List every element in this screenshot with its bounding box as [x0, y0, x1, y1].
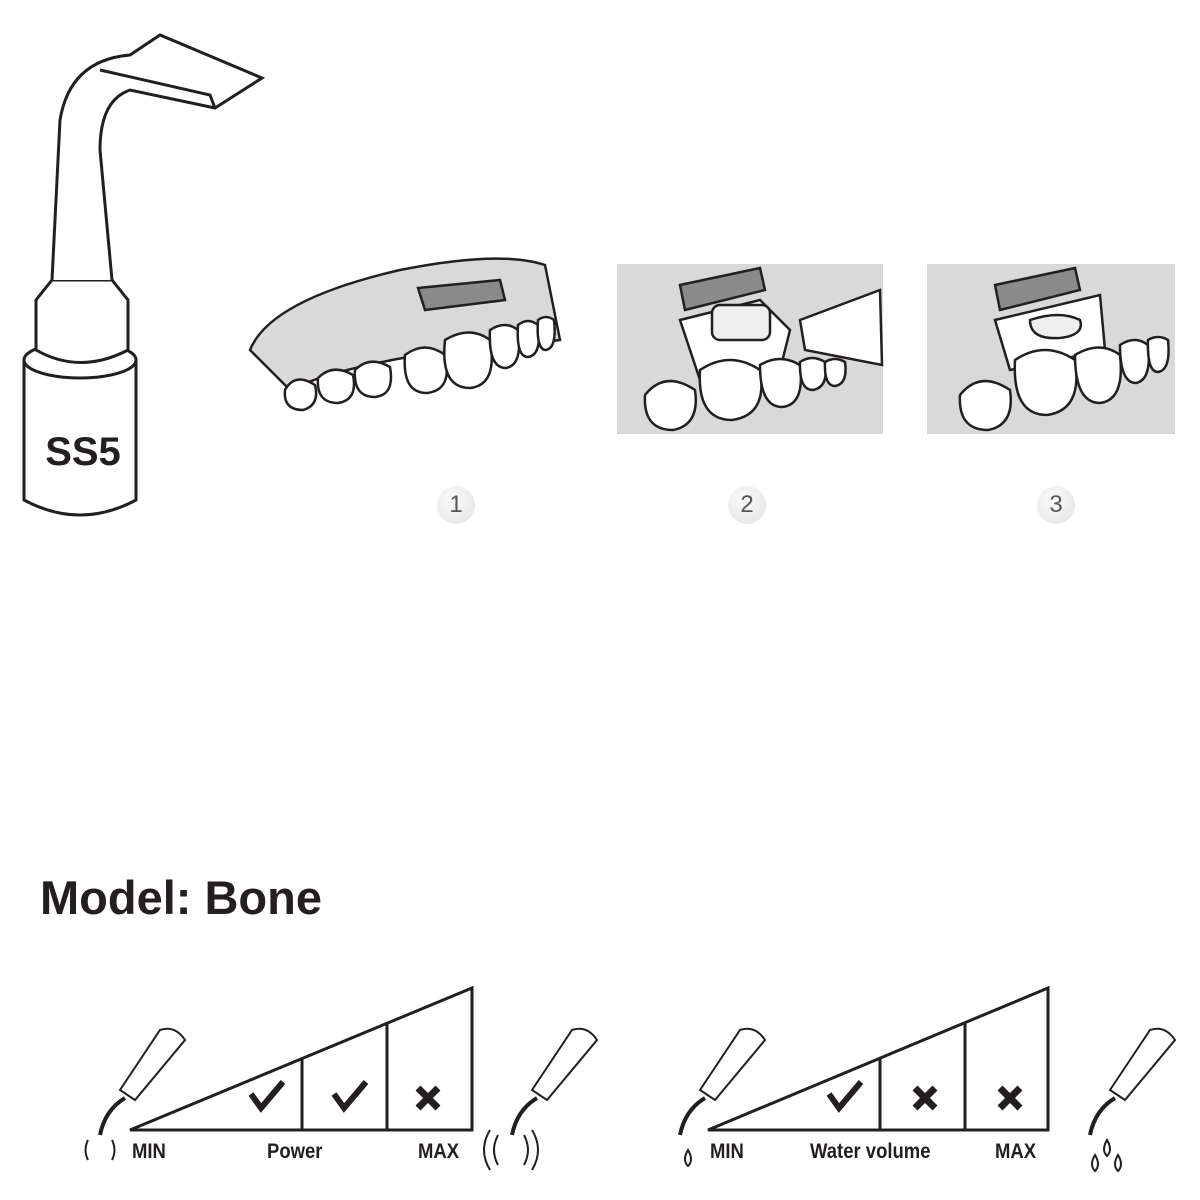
- page-title: Model: Bone: [40, 871, 322, 924]
- water-label: Water volume: [810, 1140, 931, 1163]
- handpiece-icon-low-vibration: [84, 1027, 187, 1161]
- step-1-illustration: [248, 257, 562, 412]
- ultrasonic-tip-drawing: [22, 33, 266, 517]
- step-number-3: 3: [1037, 486, 1075, 524]
- power-scale-chart: [129, 985, 474, 1132]
- cross-icon: [912, 1085, 938, 1111]
- handpiece-icon-high-water: [1088, 1027, 1177, 1173]
- power-max-label: MAX: [418, 1140, 460, 1163]
- cross-icon: [415, 1085, 441, 1111]
- check-icon: [331, 1080, 369, 1113]
- step-2-illustration: [617, 264, 884, 434]
- check-icon: [826, 1080, 864, 1113]
- step-number-2: 2: [728, 486, 766, 524]
- water-scale-chart: [707, 985, 1050, 1132]
- cross-icon: [997, 1085, 1023, 1111]
- water-max-label: MAX: [995, 1140, 1037, 1163]
- water-min-label: MIN: [710, 1140, 744, 1163]
- check-icon: [248, 1080, 286, 1113]
- tip-model-code: SS5: [45, 430, 121, 474]
- power-label: Power: [267, 1140, 323, 1163]
- step-3-illustration: [927, 264, 1175, 434]
- step-number-1: 1: [437, 486, 475, 524]
- power-min-label: MIN: [132, 1140, 166, 1163]
- handpiece-icon-high-vibration: [483, 1027, 599, 1171]
- handpiece-icon-low-water: [678, 1027, 767, 1168]
